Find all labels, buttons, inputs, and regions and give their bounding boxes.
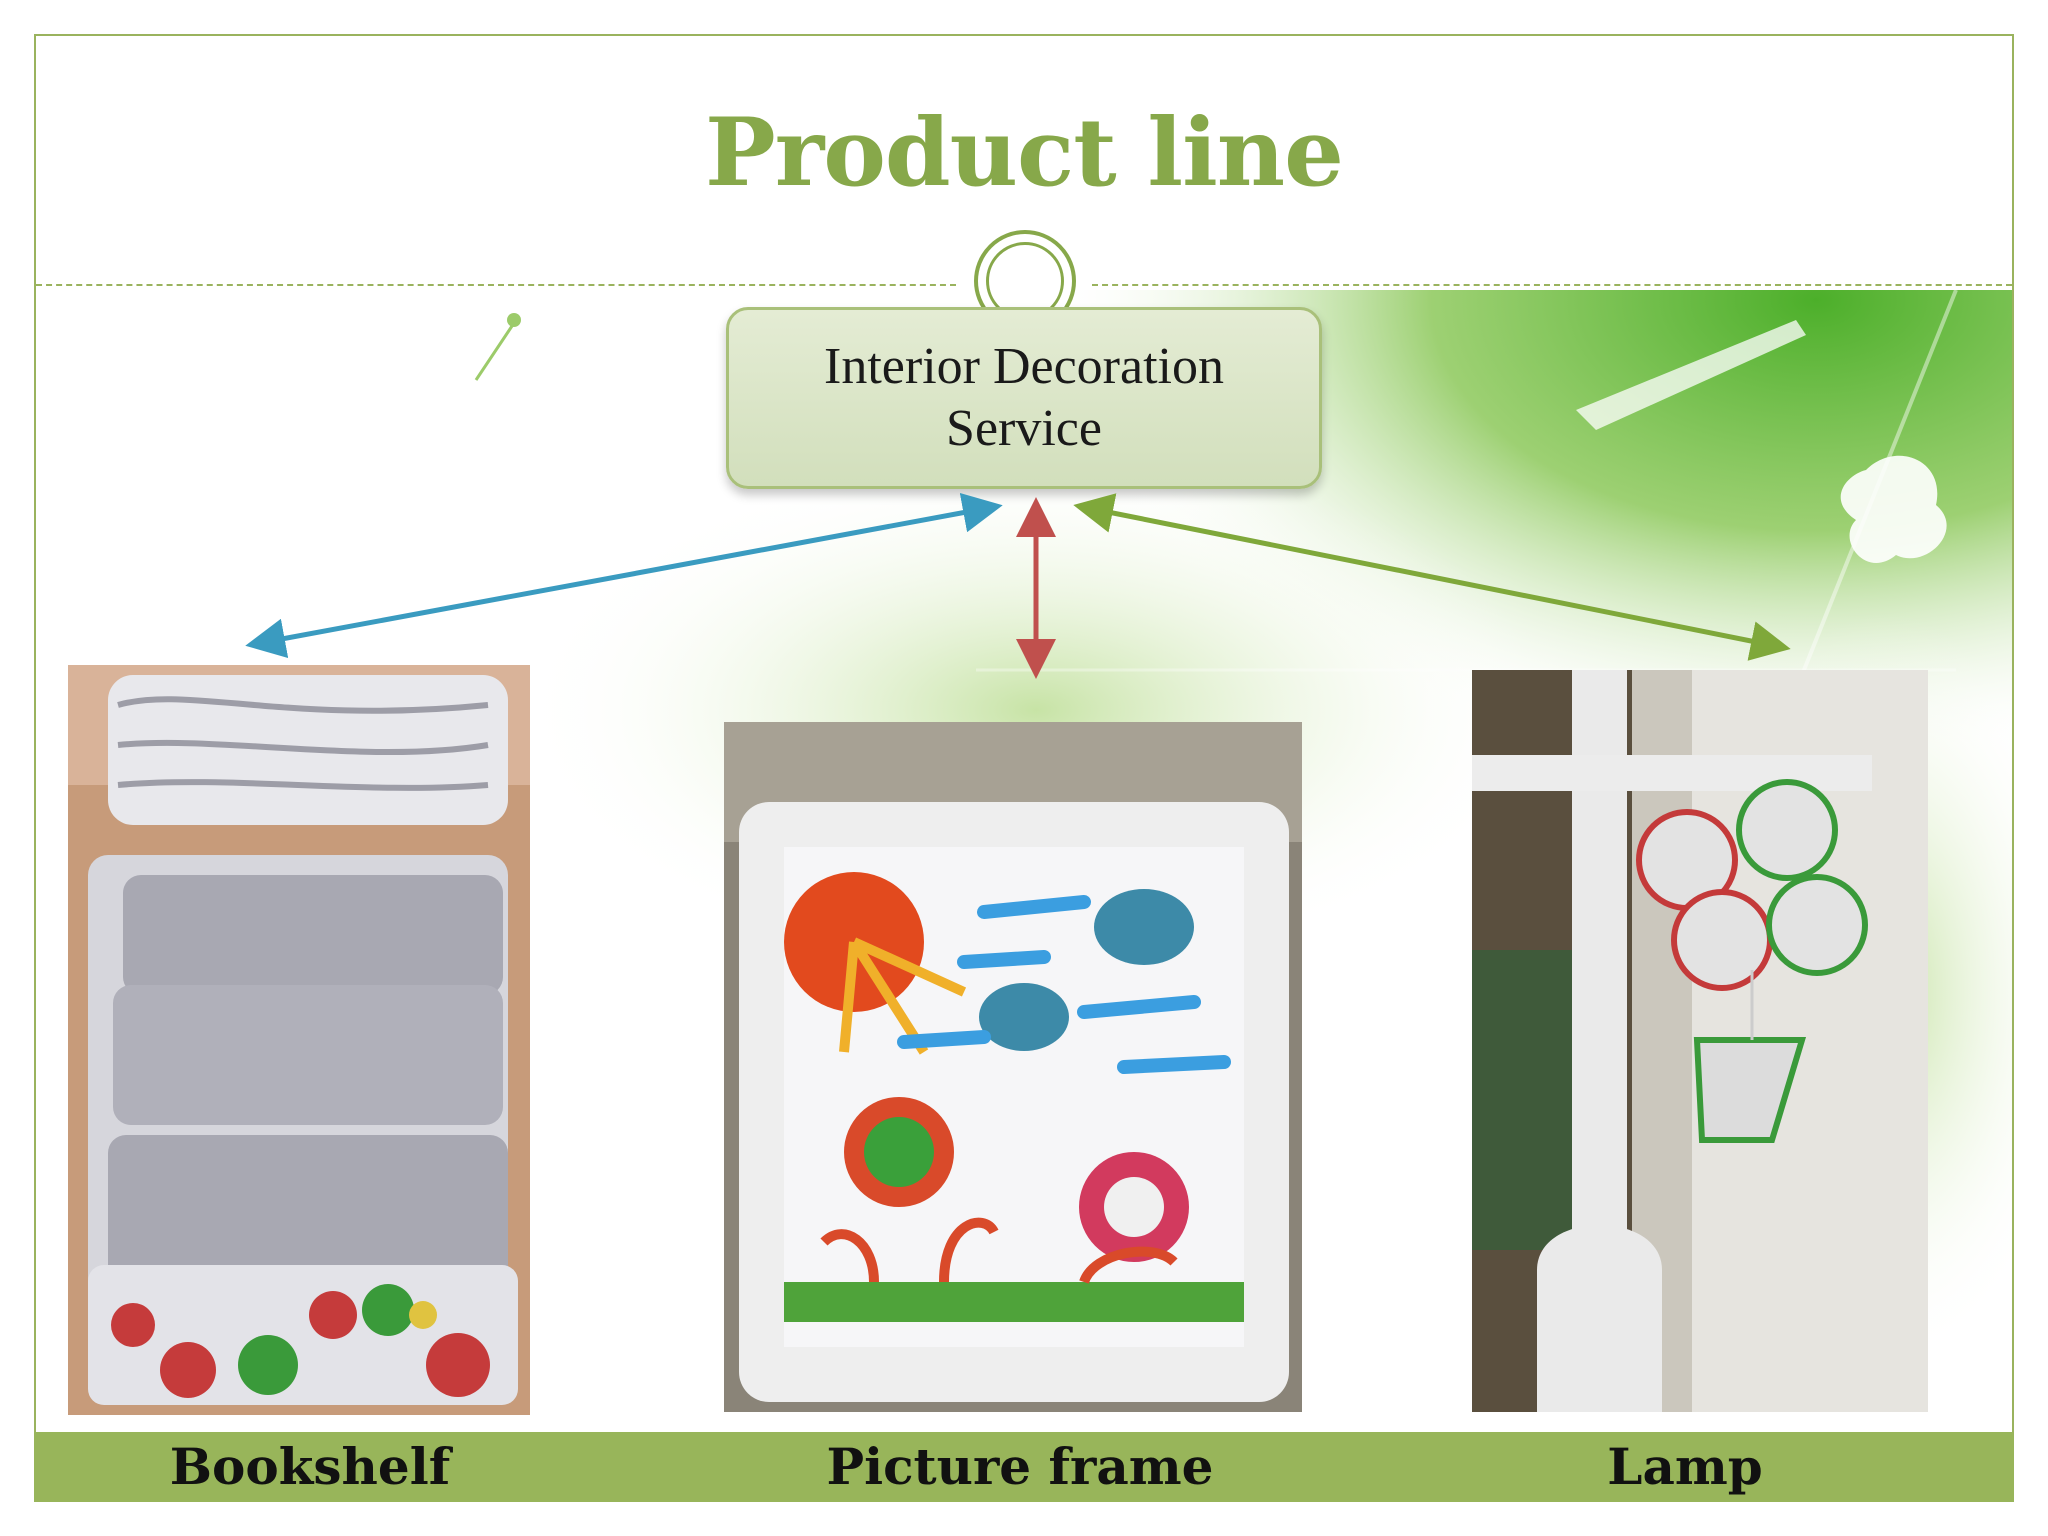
- bookshelf-photo: [68, 665, 530, 1415]
- title-divider-right: [1092, 284, 2012, 286]
- caption-picture-frame: Picture frame: [826, 1437, 1214, 1496]
- picture-frame-photo: [724, 722, 1302, 1412]
- caption-lamp: Lamp: [1607, 1437, 1763, 1496]
- caption-bar: [34, 1432, 2014, 1502]
- service-box: Interior Decoration Service: [726, 307, 1322, 489]
- caption-bookshelf: Bookshelf: [169, 1437, 451, 1496]
- slide-title: Product line: [705, 98, 1344, 208]
- title-divider-left: [36, 284, 956, 286]
- service-label: Interior Decoration Service: [824, 338, 1224, 457]
- lamp-photo: [1472, 670, 1928, 1412]
